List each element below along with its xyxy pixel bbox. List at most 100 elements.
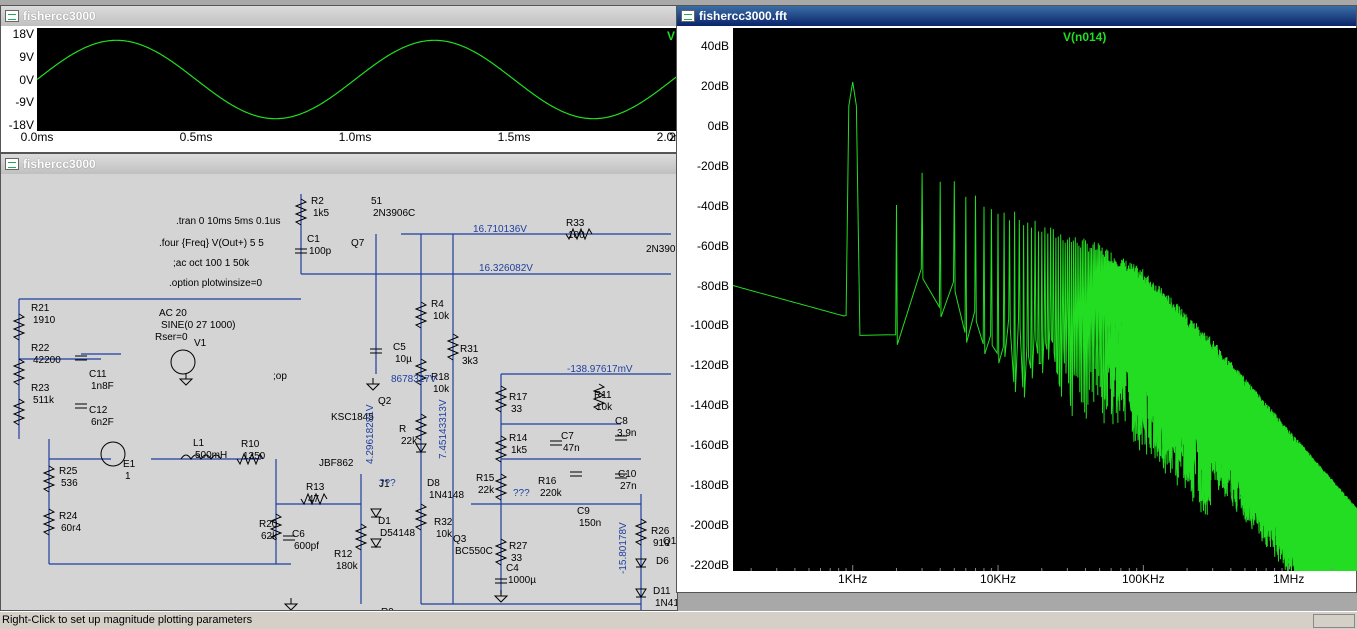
- component-value: 536: [61, 478, 78, 489]
- fft-trace-line: [732, 81, 1357, 629]
- source-name-label: V1: [194, 338, 207, 349]
- component-value: 3k3: [462, 356, 479, 367]
- transient-y-tick: 18V: [12, 27, 34, 41]
- component-value: 10k: [596, 402, 613, 413]
- component-ref: C9: [577, 506, 590, 517]
- node-voltage-label: -138.97617mV: [567, 364, 633, 375]
- fft-plot[interactable]: V(n014): [732, 28, 1357, 629]
- component-value: 2N3906C: [373, 208, 415, 219]
- resistor-symbol[interactable]: [354, 523, 368, 551]
- transient-x-tick: 2: [669, 130, 676, 144]
- resistor-symbol[interactable]: [236, 452, 264, 466]
- component-ref: R: [399, 424, 406, 435]
- component-value: 1000µ: [508, 575, 536, 586]
- component-value: 1n8F: [91, 381, 114, 392]
- resistor-symbol[interactable]: [494, 538, 508, 566]
- fft-y-tick: 0dB: [707, 118, 729, 133]
- resistor-symbol[interactable]: [494, 473, 508, 501]
- resistor-symbol[interactable]: [414, 301, 428, 329]
- fft-y-tick: -60dB: [696, 238, 729, 253]
- resistor-symbol[interactable]: [494, 435, 508, 463]
- transient-trace-label[interactable]: V: [666, 29, 675, 43]
- component-ref: R31: [460, 344, 479, 355]
- fft-y-tick: -80dB: [696, 278, 729, 293]
- resistor-symbol[interactable]: [592, 383, 606, 411]
- resistor-symbol[interactable]: [446, 333, 460, 361]
- fft-y-tick: -120dB: [690, 358, 729, 373]
- component-value: 910: [653, 538, 670, 549]
- waveform-icon: [5, 10, 19, 22]
- component-value: 511k: [33, 395, 55, 406]
- resistor-symbol[interactable]: [494, 385, 508, 413]
- transient-window-titlebar[interactable]: fishercc3000: [1, 6, 677, 26]
- component-value: 220k: [540, 488, 563, 499]
- resistor-symbol[interactable]: [42, 465, 56, 493]
- ground-symbol: [283, 598, 299, 610]
- resistor-symbol[interactable]: [269, 513, 283, 541]
- transient-y-tick: -9V: [15, 95, 34, 110]
- resistor-symbol[interactable]: [414, 413, 428, 441]
- transient-plot-svg: [36, 39, 678, 120]
- schematic-window[interactable]: fishercc3000 .tran 0 10ms 5ms 0.1us.four…: [0, 153, 678, 611]
- diode-symbol[interactable]: [370, 538, 382, 548]
- component-ref: D1: [378, 516, 391, 527]
- component-ref: D11: [653, 586, 671, 597]
- transient-x-tick: 1.5ms: [497, 130, 531, 144]
- resistor-symbol[interactable]: [12, 398, 26, 426]
- node-voltage-label: -15.80178V: [618, 522, 629, 574]
- transient-plot[interactable]: V: [36, 28, 678, 131]
- resistor-symbol[interactable]: [414, 503, 428, 531]
- component-ref: C4: [506, 563, 519, 574]
- component-value: 1k5: [511, 445, 528, 456]
- dependent-source-symbol[interactable]: [100, 441, 126, 467]
- component-ref: C12: [89, 405, 108, 416]
- fft-y-tick: 20dB: [700, 78, 729, 93]
- schematic-icon: [5, 158, 19, 170]
- fft-y-tick: -160dB: [690, 438, 729, 453]
- component-ref: R14: [509, 433, 528, 444]
- resistor-symbol[interactable]: [565, 227, 593, 241]
- component-ref: C5: [393, 342, 406, 353]
- diode-symbol[interactable]: [415, 443, 427, 453]
- component-ref: KSC1845: [331, 412, 374, 423]
- diode-symbol[interactable]: [635, 558, 647, 568]
- component-ref: D8: [427, 478, 440, 489]
- resistor-symbol[interactable]: [12, 313, 26, 341]
- fft-window-titlebar[interactable]: fishercc3000.fft: [677, 6, 1356, 26]
- fft-y-tick: -40dB: [696, 198, 729, 213]
- spice-directive-four: .four {Freq} V(Out+) 5 5: [159, 238, 264, 249]
- status-bar: Right-Click to set up magnitude plotting…: [0, 611, 1357, 629]
- component-ref: R27: [509, 541, 528, 552]
- resistor-symbol[interactable]: [12, 358, 26, 386]
- resistor-symbol[interactable]: [42, 508, 56, 536]
- node-voltage-label: ???: [379, 478, 396, 489]
- component-value: 33: [511, 553, 523, 564]
- component-value: 1350: [243, 451, 266, 462]
- transient-window-title: fishercc3000: [23, 9, 96, 23]
- spice-directive-ac: ;ac oct 100 1 50k: [173, 258, 250, 269]
- fft-y-tick: -200dB: [690, 518, 729, 533]
- schematic-canvas[interactable]: .tran 0 10ms 5ms 0.1us.four {Freq} V(Out…: [1, 174, 677, 610]
- resistor-symbol[interactable]: [294, 198, 308, 226]
- waveform-icon: [681, 10, 695, 22]
- resistor-symbol[interactable]: [300, 492, 328, 506]
- diode-symbol[interactable]: [635, 588, 647, 598]
- resistor-symbol[interactable]: [414, 358, 428, 386]
- inductor-symbol[interactable]: [180, 454, 222, 460]
- component-ref: R10: [241, 439, 260, 450]
- component-ref: C7: [561, 431, 574, 442]
- node-voltage-label: 16.710136V: [473, 224, 527, 235]
- fft-trace-label[interactable]: V(n014): [1063, 30, 1107, 44]
- component-value: 100: [568, 230, 585, 241]
- fft-y-tick: -180dB: [690, 478, 729, 493]
- schematic-window-titlebar[interactable]: fishercc3000: [1, 154, 677, 174]
- diode-symbol[interactable]: [370, 508, 382, 518]
- component-value: 10k: [433, 384, 450, 395]
- node-voltage-label: 16.326082V: [479, 263, 533, 274]
- transient-y-tick: 0V: [19, 72, 34, 87]
- voltage-source-symbol[interactable]: [170, 349, 196, 375]
- component-ref: R18: [431, 372, 450, 383]
- resistor-symbol[interactable]: [634, 518, 648, 546]
